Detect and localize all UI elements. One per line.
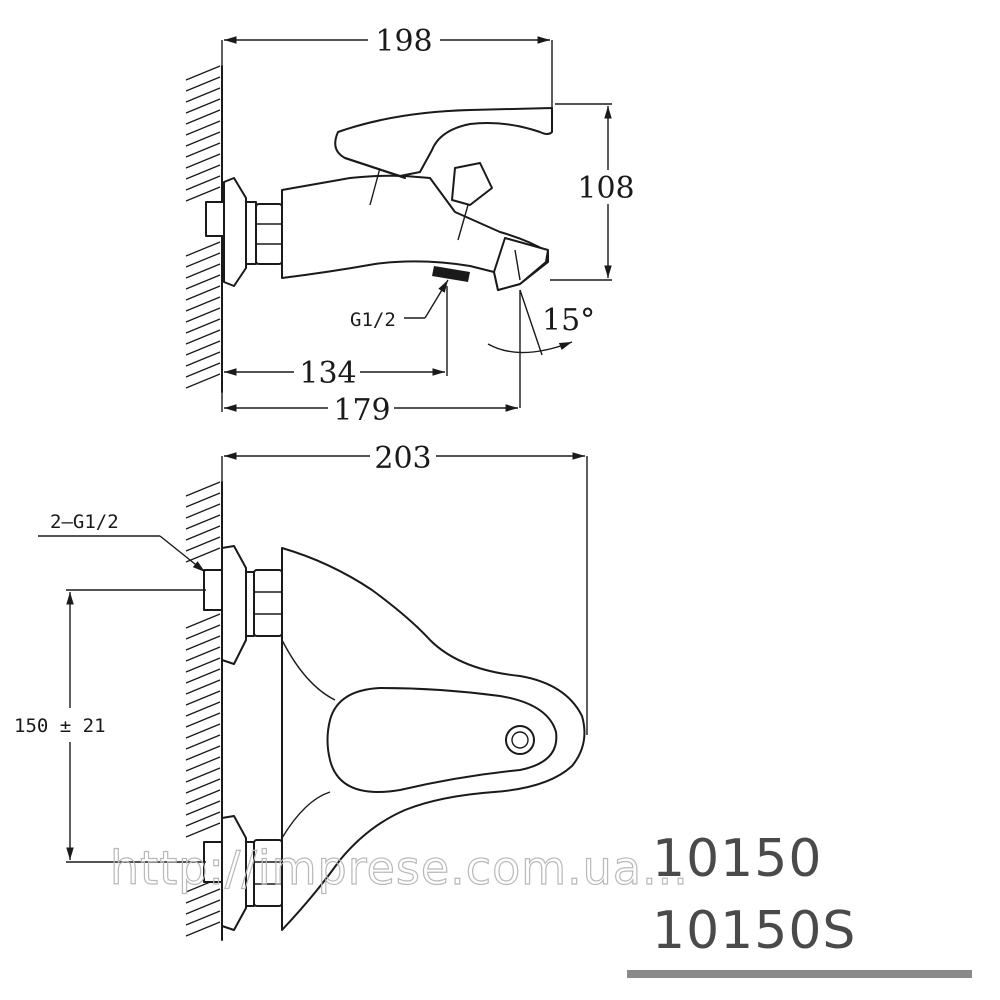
- hatch-line: [185, 888, 221, 904]
- hatch-line: [185, 120, 221, 136]
- hatch-line: [185, 263, 221, 279]
- hatch-line: [185, 318, 221, 334]
- hatch-line: [185, 109, 221, 125]
- hatch-line: [185, 76, 221, 92]
- hatch-line: [185, 186, 221, 202]
- label-2g12: 2–G1/2: [50, 511, 119, 533]
- hatch-line: [185, 767, 221, 783]
- model-number-1: 10150: [652, 829, 822, 889]
- dim-179: 179: [221, 392, 518, 428]
- hatch-line: [185, 153, 221, 169]
- hatch-line: [185, 536, 221, 552]
- hatch-line: [185, 98, 221, 114]
- hatch-line: [185, 241, 221, 257]
- hatch-line: [185, 679, 221, 695]
- leader-2g12: 2–G1/2: [38, 511, 206, 573]
- hatch-line: [185, 646, 221, 662]
- side-wall-hatching: [185, 65, 221, 389]
- front-lever-handle: [326, 687, 558, 793]
- hatch-line: [185, 811, 221, 827]
- hatch-line: [185, 340, 221, 356]
- hatch-line: [185, 296, 221, 312]
- hatch-line: [185, 131, 221, 147]
- hatch-line: [185, 613, 221, 629]
- dim-150: 150 ± 21: [8, 589, 206, 863]
- hatch-line: [185, 734, 221, 750]
- hatch-line: [185, 307, 221, 323]
- hatch-line: [185, 492, 221, 508]
- dim-179-label: 179: [333, 393, 390, 428]
- hatch-line: [185, 525, 221, 541]
- hatch-line: [185, 635, 221, 651]
- hatch-line: [185, 175, 221, 191]
- hatch-line: [185, 910, 221, 926]
- hatch-line: [185, 789, 221, 805]
- side-thread-outlet: [432, 266, 470, 282]
- dim-203-label: 203: [374, 441, 431, 476]
- dim-198: 198: [221, 22, 553, 108]
- model-numbers: 10150 10150S: [627, 829, 972, 978]
- model-number-2: 10150S: [652, 901, 856, 961]
- dim-108-label: 108: [577, 171, 634, 206]
- front-upper-connection: [203, 545, 283, 665]
- hatch-line: [185, 481, 221, 497]
- hatch-line: [185, 274, 221, 290]
- side-spout: [493, 237, 549, 291]
- hatch-line: [185, 800, 221, 816]
- hatch-line: [185, 778, 221, 794]
- lever-button-icon: [505, 725, 535, 755]
- side-mount: [205, 177, 283, 287]
- dim-150-label: 150 ± 21: [14, 715, 106, 737]
- front-wall-hatching: [185, 481, 221, 937]
- hatch-line: [185, 65, 221, 81]
- side-wall: [185, 65, 223, 393]
- hatch-line: [185, 252, 221, 268]
- hatch-line: [185, 668, 221, 684]
- hatch-line: [185, 373, 221, 389]
- dim-134-label: 134: [299, 356, 356, 391]
- hatch-line: [185, 142, 221, 158]
- dim-angle: 15°: [487, 289, 595, 408]
- hatch-line: [185, 503, 221, 519]
- hatch-line: [185, 362, 221, 378]
- hatch-line: [185, 547, 221, 563]
- hatch-line: [185, 285, 221, 301]
- hatch-line: [185, 87, 221, 103]
- dim-198-label: 198: [375, 24, 432, 59]
- side-view: 198 108 G1/2 15° 134: [185, 22, 635, 428]
- dim-108: 108: [550, 103, 635, 281]
- hatch-line: [185, 712, 221, 728]
- hatch-line: [185, 690, 221, 706]
- hatch-line: [185, 657, 221, 673]
- hatch-line: [185, 921, 221, 937]
- dim-134: 134: [224, 286, 448, 391]
- dim-203: 203: [221, 440, 588, 735]
- front-view: 203 2–G1/2 150 ± 21: [8, 440, 588, 941]
- label-angle: 15°: [542, 303, 595, 338]
- hatch-line: [185, 822, 221, 838]
- hatch-line: [185, 745, 221, 761]
- hatch-line: [185, 329, 221, 345]
- watermark: http://imprese.com.ua...: [110, 841, 689, 895]
- hatch-line: [185, 351, 221, 367]
- hatch-line: [185, 701, 221, 717]
- front-lower-connection: [203, 815, 283, 931]
- hatch-line: [185, 723, 221, 739]
- hatch-line: [185, 899, 221, 915]
- hatch-line: [185, 514, 221, 530]
- label-g12: G1/2: [350, 309, 396, 331]
- side-diverter-knob: [451, 162, 493, 206]
- model-underline: [627, 970, 972, 978]
- leader-g12: G1/2: [350, 279, 449, 331]
- hatch-line: [185, 756, 221, 772]
- hatch-line: [185, 164, 221, 180]
- hatch-line: [185, 624, 221, 640]
